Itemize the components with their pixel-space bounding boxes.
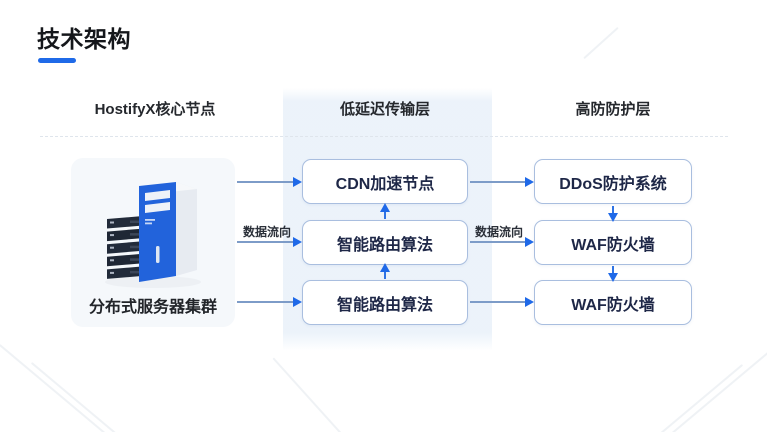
arrow-routing1-to-cdn-up xyxy=(380,203,390,219)
arrow-ddos-to-waf-down xyxy=(608,206,618,222)
column-header-protection: 高防防护层 xyxy=(575,101,651,118)
flow-label-transport-protection: 数据流向 xyxy=(474,225,523,239)
arrow-cdn-to-ddos xyxy=(470,177,534,187)
box-smart-routing-1: 智能路由算法 xyxy=(302,220,468,265)
header-separator xyxy=(40,136,728,137)
arrow-core-to-routing-2 xyxy=(237,297,302,307)
arrow-core-to-routing-1 xyxy=(237,237,302,247)
rack-stack xyxy=(107,216,149,279)
box-waf-1: WAF防火墙 xyxy=(534,220,692,265)
column-header-transport: 低延迟传输层 xyxy=(339,101,430,118)
arrow-waf-to-waf-down xyxy=(608,266,618,282)
arrow-routing-to-waf-1 xyxy=(470,237,534,247)
server-cluster-label: 分布式服务器集群 xyxy=(88,299,217,316)
decor-line xyxy=(583,26,619,60)
box-cdn-node: CDN加速节点 xyxy=(302,159,468,204)
box-smart-routing-2: 智能路由算法 xyxy=(302,280,468,325)
arrow-core-to-cdn xyxy=(237,177,302,187)
arrow-routing2-to-routing1-up xyxy=(380,263,390,279)
column-header-core: HostifyX核心节点 xyxy=(94,101,216,118)
server-cluster-card: 分布式服务器集群 xyxy=(71,158,235,327)
box-waf-2: WAF防火墙 xyxy=(534,280,692,325)
arrow-routing-to-waf-2 xyxy=(470,297,534,307)
tower-server xyxy=(139,182,197,282)
title-underline xyxy=(38,58,76,63)
flow-label-core-transport: 数据流向 xyxy=(242,225,291,239)
box-ddos-system: DDoS防护系统 xyxy=(534,159,692,204)
server-cluster-illustration xyxy=(105,182,201,288)
page-title: 技术架构 xyxy=(37,26,131,52)
decor-line xyxy=(272,357,348,432)
